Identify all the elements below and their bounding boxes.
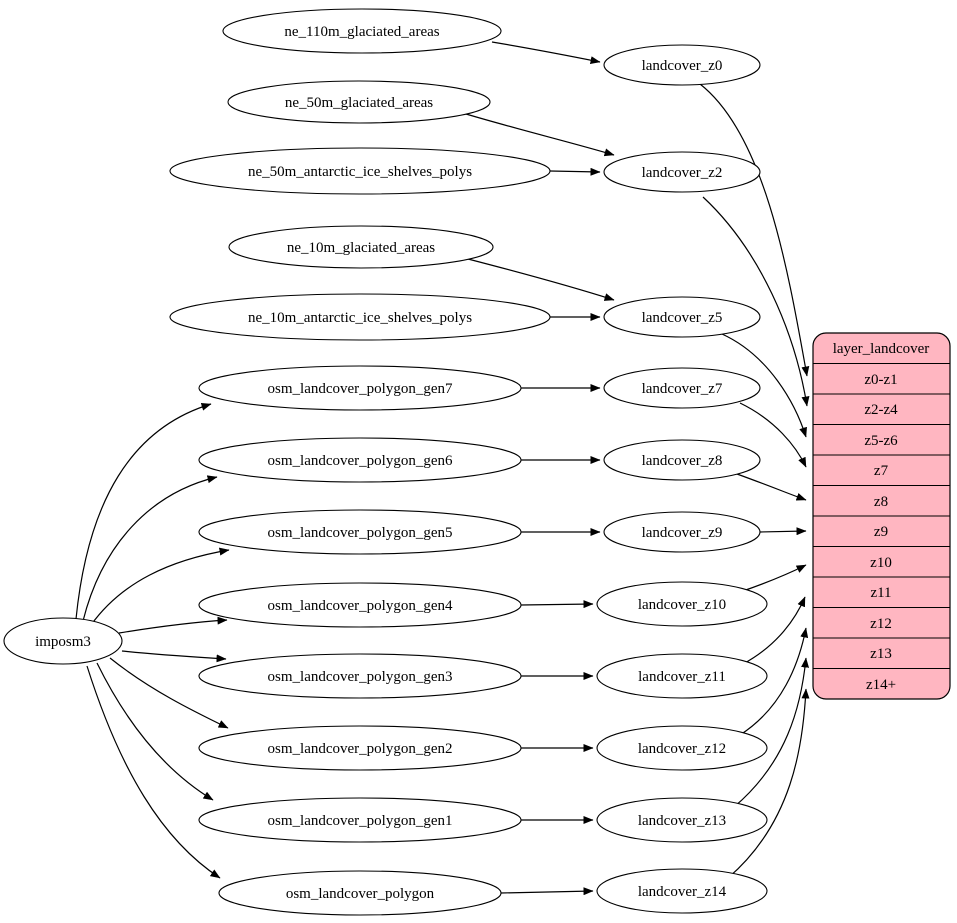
node-landcover_z7: landcover_z7: [603, 367, 761, 409]
node-landcover_z8: landcover_z8: [603, 439, 761, 481]
node-label: osm_landcover_polygon: [286, 886, 435, 902]
node-label: landcover_z14: [638, 884, 727, 900]
edge-imposm3-osm_landcover_polygon_gen3: [121, 650, 227, 663]
node-label: osm_landcover_polygon_gen2: [268, 741, 453, 757]
node-label: ne_10m_glaciated_areas: [287, 240, 435, 256]
node-label: ne_10m_antarctic_ice_shelves_polys: [248, 310, 472, 326]
edge-imposm3-osm_landcover_polygon_gen1: [96, 662, 214, 801]
node-landcover_z14: landcover_z14: [596, 868, 768, 914]
edge-landcover_z0-row-z0-z1: [699, 83, 810, 377]
node-label: osm_landcover_polygon_gen4: [268, 598, 453, 614]
node-label: landcover_z13: [638, 813, 726, 829]
edge-ne_10m_glaciated_areas-landcover_z5: [467, 258, 615, 301]
node-label: osm_landcover_polygon_gen5: [268, 525, 453, 541]
node-landcover_z9: landcover_z9: [603, 511, 761, 553]
record-row-z7: z7: [874, 463, 889, 479]
node-ne_110m_glaciated_areas: ne_110m_glaciated_areas: [222, 8, 502, 54]
edge-landcover_z2-row-z2-z4: [702, 196, 810, 407]
node-label: osm_landcover_polygon_gen3: [268, 669, 453, 685]
node-osm_landcover_polygon_gen4: osm_landcover_polygon_gen4: [198, 582, 522, 628]
record-row-z9: z9: [874, 524, 888, 540]
node-label: landcover_z2: [642, 165, 723, 181]
edge-imposm3-osm_landcover_polygon: [86, 665, 221, 879]
node-osm_landcover_polygon_gen6: osm_landcover_polygon_gen6: [198, 437, 522, 483]
edge-imposm3-osm_landcover_polygon_gen5: [90, 547, 230, 626]
node-landcover_z10: landcover_z10: [596, 581, 768, 627]
edge-imposm3-osm_landcover_polygon_gen7: [75, 402, 212, 620]
edge-landcover_z9-row-z9: [759, 527, 807, 536]
edge-osm_landcover_polygon_gen4-landcover_z10: [520, 600, 594, 609]
node-ne_50m_antarctic_ice_shelves_polys: ne_50m_antarctic_ice_shelves_polys: [169, 147, 551, 195]
record-row-z10: z10: [870, 555, 892, 571]
edge-landcover_z8-row-z8: [736, 473, 807, 501]
edge-imposm3-osm_landcover_polygon_gen2: [109, 657, 229, 729]
edge-imposm3-osm_landcover_polygon_gen4: [118, 616, 228, 634]
node-label: ne_110m_glaciated_areas: [284, 24, 439, 40]
record-row-z14plus: z14+: [866, 677, 896, 693]
node-label: osm_landcover_polygon_gen7: [268, 381, 453, 397]
node-label: landcover_z7: [642, 381, 723, 397]
node-label: landcover_z12: [638, 741, 726, 757]
record-row-z2-z4: z2-z4: [864, 402, 898, 418]
edges: [75, 41, 810, 896]
node-label: osm_landcover_polygon_gen1: [268, 813, 453, 829]
node-landcover_z0: landcover_z0: [603, 44, 761, 86]
record-row-z13: z13: [870, 646, 892, 662]
edge-landcover_z7-row-z7: [739, 402, 807, 468]
edge-landcover_z11-row-z11: [742, 596, 806, 665]
edge-landcover_z12-row-z12: [739, 627, 809, 736]
node-imposm3: imposm3: [3, 617, 123, 665]
node-label: imposm3: [35, 634, 91, 650]
edge-landcover_z13-row-z13: [733, 657, 810, 808]
node-label: ne_50m_glaciated_areas: [285, 95, 433, 111]
node-label: landcover_z8: [642, 453, 723, 469]
edge-ne_50m_antarctic_ice_shelves_polys-landcover_z2: [549, 167, 601, 176]
edge-osm_landcover_polygon-landcover_z14: [500, 887, 594, 896]
node-landcover_z2: landcover_z2: [603, 151, 761, 193]
node-osm_landcover_polygon_gen1: osm_landcover_polygon_gen1: [198, 797, 522, 843]
edge-landcover_z14-row-z14plus: [727, 688, 810, 879]
edge-landcover_z10-row-z10: [739, 564, 807, 593]
record-row-z8: z8: [874, 494, 888, 510]
record-row-z0-z1: z0-z1: [864, 372, 897, 388]
record-row-z12: z12: [870, 616, 892, 632]
node-landcover_z11: landcover_z11: [596, 653, 768, 699]
edge-imposm3-osm_landcover_polygon_gen6: [82, 475, 218, 622]
node-ne_10m_glaciated_areas: ne_10m_glaciated_areas: [228, 225, 494, 269]
edge-ne_110m_glaciated_areas-landcover_z0: [491, 41, 601, 65]
node-label: landcover_z5: [642, 310, 723, 326]
edge-ne_50m_glaciated_areas-landcover_z2: [465, 113, 615, 157]
record-row-z5-z6: z5-z6: [864, 433, 898, 449]
node-landcover_z5: landcover_z5: [603, 296, 761, 338]
node-ne_10m_antarctic_ice_shelves_polys: ne_10m_antarctic_ice_shelves_polys: [169, 293, 551, 341]
node-label: landcover_z11: [638, 669, 726, 685]
record-row-z11: z11: [870, 585, 891, 601]
record-layer_landcover: layer_landcover z0-z1 z2-z4 z5-z6 z7 z8 …: [812, 332, 951, 700]
node-osm_landcover_polygon_gen3: osm_landcover_polygon_gen3: [198, 653, 522, 699]
node-osm_landcover_polygon_gen2: osm_landcover_polygon_gen2: [198, 725, 522, 771]
node-label: osm_landcover_polygon_gen6: [268, 453, 453, 469]
node-ne_50m_glaciated_areas: ne_50m_glaciated_areas: [227, 80, 491, 124]
edge-landcover_z5-row-z5-z6: [721, 333, 807, 438]
node-osm_landcover_polygon: osm_landcover_polygon: [218, 870, 502, 916]
node-landcover_z12: landcover_z12: [596, 725, 768, 771]
record-header: layer_landcover: [833, 341, 930, 357]
node-label: landcover_z9: [642, 525, 723, 541]
node-osm_landcover_polygon_gen5: osm_landcover_polygon_gen5: [198, 509, 522, 555]
node-landcover_z13: landcover_z13: [596, 797, 768, 843]
node-label: ne_50m_antarctic_ice_shelves_polys: [248, 164, 472, 180]
node-label: landcover_z0: [642, 58, 723, 74]
node-osm_landcover_polygon_gen7: osm_landcover_polygon_gen7: [198, 365, 522, 411]
node-label: landcover_z10: [638, 597, 726, 613]
